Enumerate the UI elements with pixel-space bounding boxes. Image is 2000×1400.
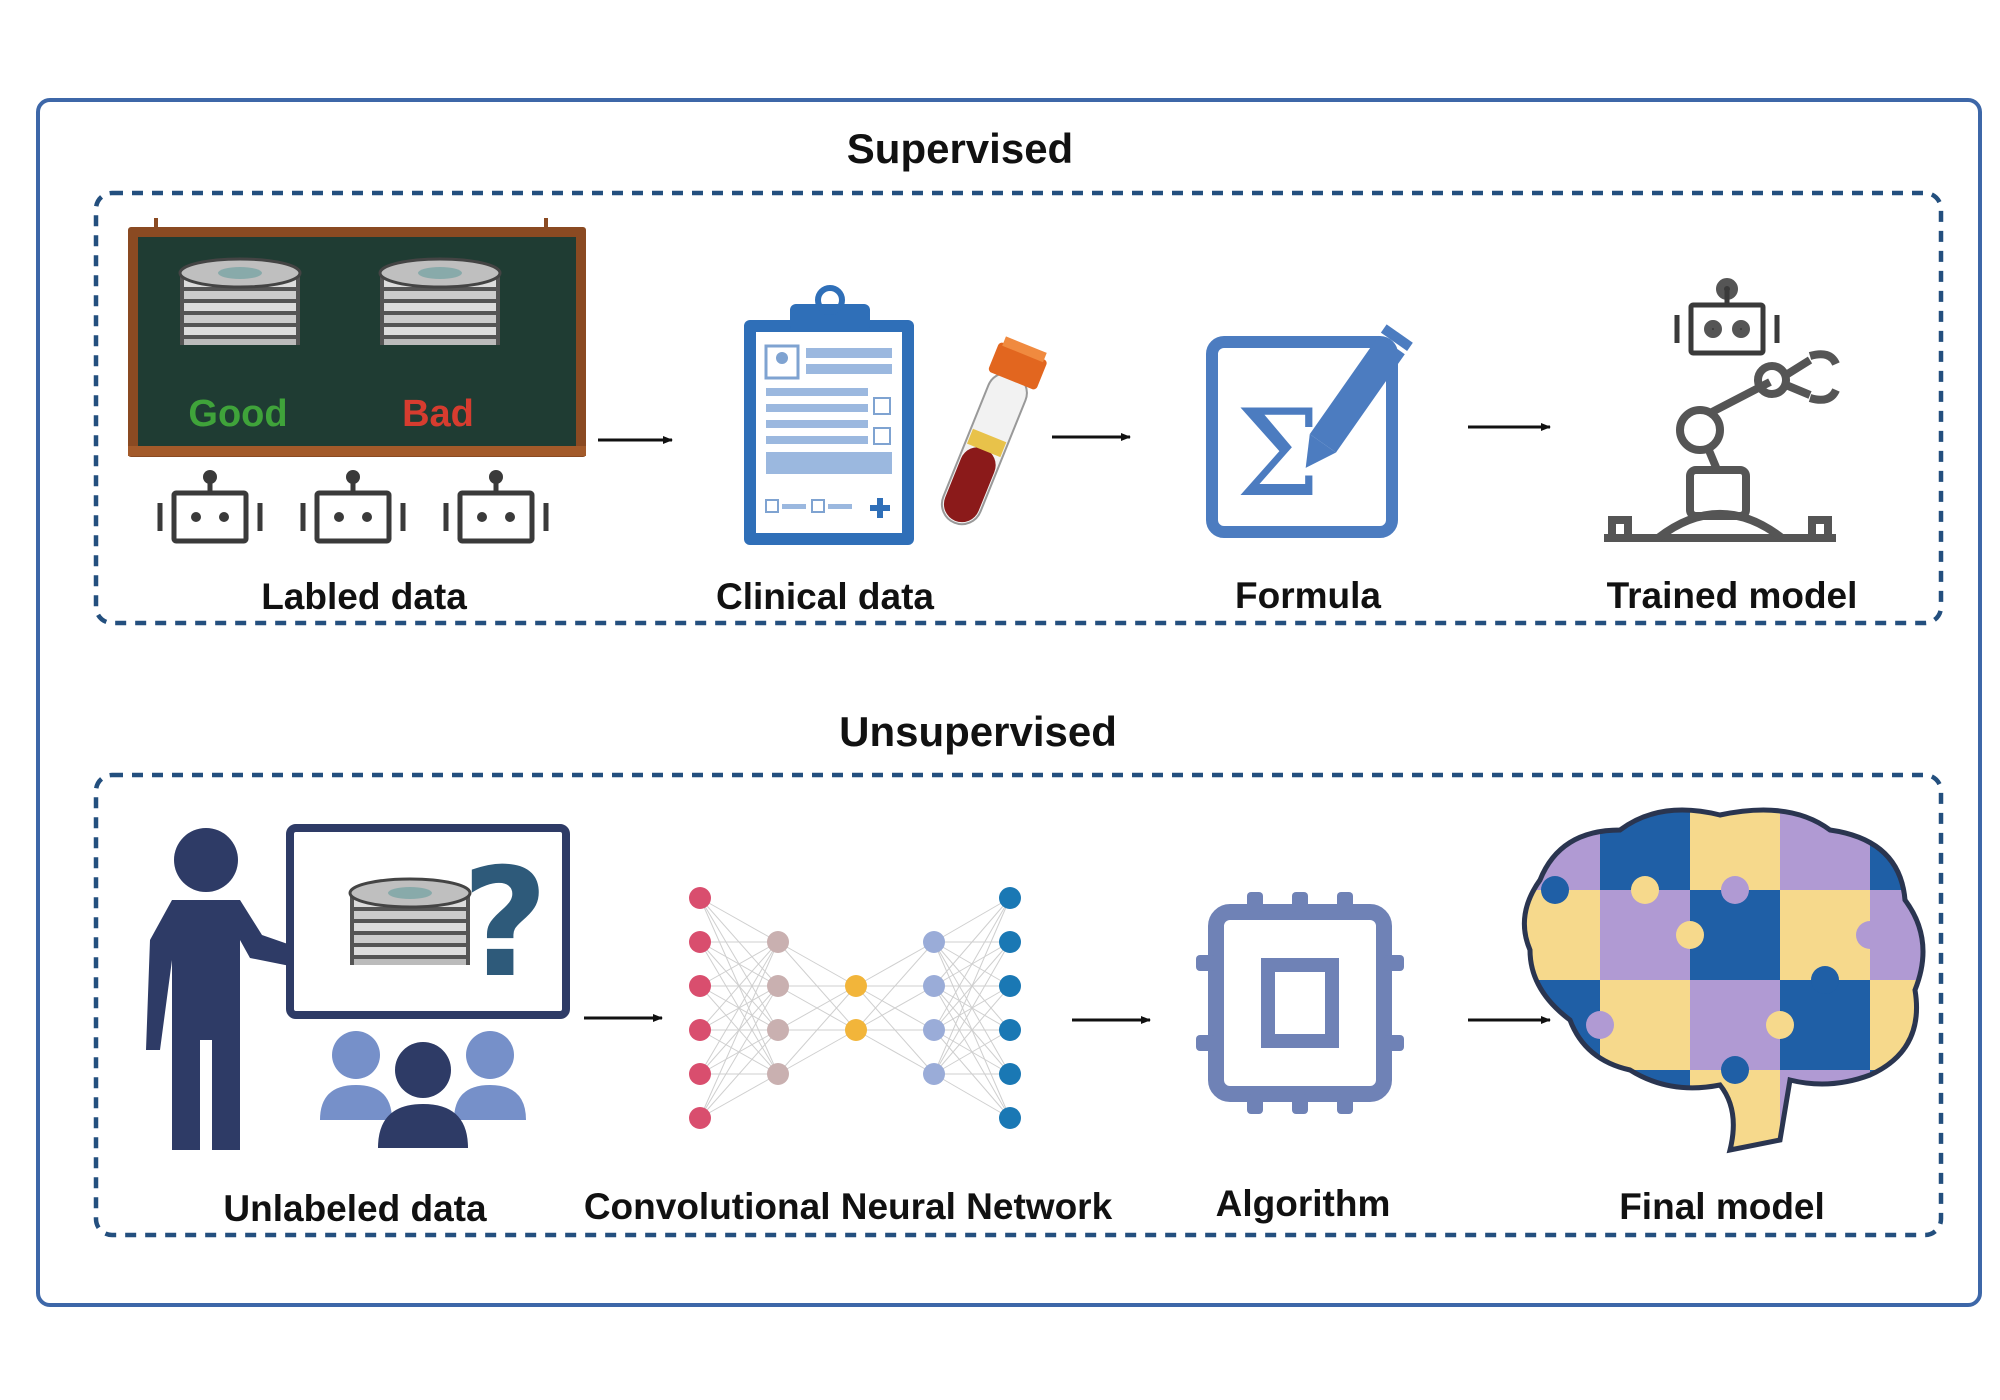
step-trained-model: Trained model [1606,575,1858,616]
step-labled-data: Labled data [261,576,467,617]
nn-node-3-0 [923,931,945,953]
nn-node-4-1 [999,931,1021,953]
unsupervised-title: Unsupervised [839,708,1117,755]
svg-text:?: ? [461,837,548,1011]
nn-node-2-1 [845,1019,867,1041]
chip-icon [1196,892,1404,1114]
nn-node-0-5 [689,1107,711,1129]
clipboard-icon [744,285,914,545]
nn-node-0-0 [689,887,711,909]
nn-node-2-0 [845,975,867,997]
board-bad-label: Bad [402,393,474,435]
supervised-arrows [598,423,1551,444]
presenter-icon: ? [146,824,570,1150]
nn-node-0-4 [689,1063,711,1085]
nn-node-3-1 [923,975,945,997]
robot-heads-icon [160,470,546,541]
step-cnn: Convolutional Neural Network [583,1186,1113,1227]
supervised-box [93,190,1944,626]
nn-node-4-4 [999,1063,1021,1085]
nn-node-0-3 [689,1019,711,1041]
formula-icon: Σ [1206,324,1413,538]
step-final-model: Final model [1619,1186,1825,1227]
svg-text:Σ: Σ [1236,385,1321,524]
nn-node-1-0 [767,931,789,953]
outer-frame [36,98,1982,1307]
nn-node-0-2 [689,975,711,997]
board-good-label: Good [188,393,288,435]
nn-node-1-2 [767,1019,789,1041]
brain-puzzle-icon [1521,807,1926,1154]
step-clinical-data: Clinical data [716,576,934,617]
nn-node-3-2 [923,1019,945,1041]
supervised-title: Supervised [846,125,1074,172]
audience-icon [320,1031,526,1148]
step-formula: Formula [1235,575,1381,616]
unsupervised-box [93,772,1944,1238]
nn-node-4-2 [999,975,1021,997]
nn-node-1-1 [767,975,789,997]
nn-node-4-3 [999,1019,1021,1041]
test-tube-icon [940,336,1047,526]
nn-node-0-1 [689,931,711,953]
nn-node-4-5 [999,1107,1021,1129]
chalkboard-icon [128,218,586,457]
step-unlabeled-data: Unlabeled data [223,1188,487,1229]
unsupervised-arrows [584,1014,1551,1024]
neural-network-icon [689,887,1021,1129]
nn-node-4-0 [999,887,1021,909]
nn-node-3-3 [923,1063,945,1085]
step-algorithm: Algorithm [1215,1183,1391,1224]
robot-arm-icon [1604,282,1840,542]
nn-node-1-3 [767,1063,789,1085]
